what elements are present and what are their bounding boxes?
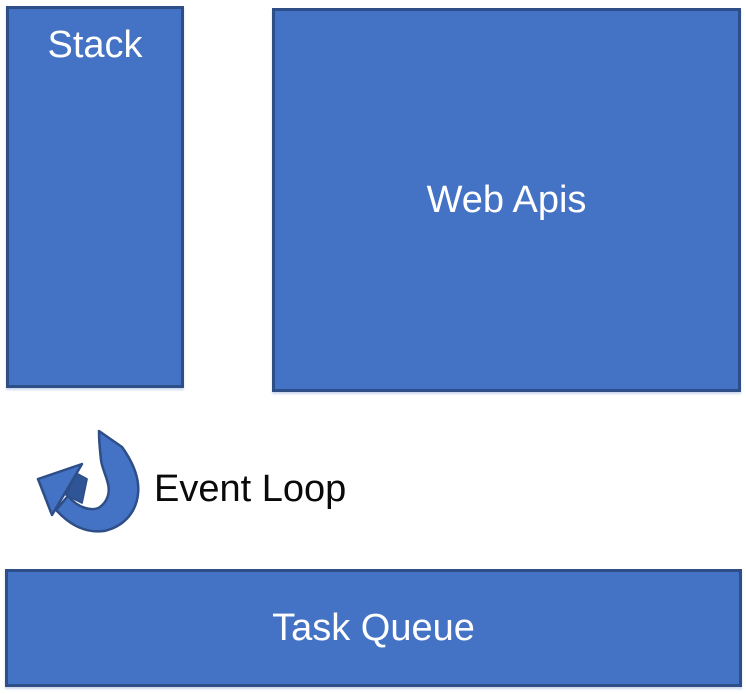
web-apis-box: Web Apis: [272, 8, 741, 392]
task-queue-box-label: Task Queue: [272, 607, 475, 649]
web-apis-box-label: Web Apis: [426, 179, 587, 221]
curved-arrow-fold: [65, 472, 88, 504]
task-queue-box: Task Queue: [5, 569, 742, 687]
stack-box-label: Stack: [47, 24, 143, 66]
curved-arrow-head: [36, 462, 84, 517]
event-loop-label: Event Loop: [154, 468, 347, 510]
curved-arrow-band: [54, 429, 140, 533]
stack-box: Stack: [6, 6, 184, 388]
